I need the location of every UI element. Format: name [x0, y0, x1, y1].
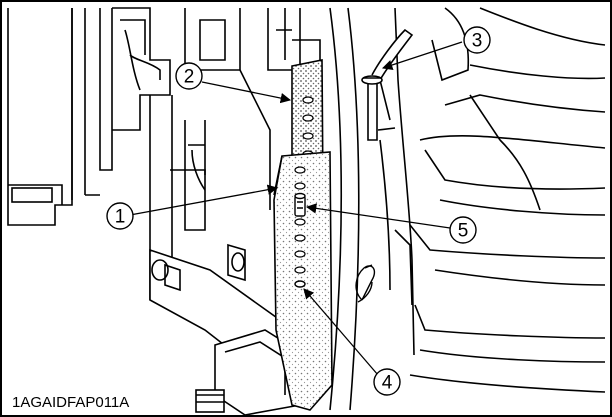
figure-code: 1AGAIDFAP011A	[12, 394, 129, 411]
svg-text:4: 4	[382, 373, 393, 394]
snap-pin	[355, 264, 376, 303]
callout-2: 2	[175, 62, 203, 90]
stabilizer-outer-bar	[273, 151, 333, 411]
callout-3: 3	[463, 26, 491, 54]
leader-line-3	[382, 41, 463, 71]
stabilizer-pin	[294, 192, 306, 217]
svg-text:2: 2	[184, 67, 195, 88]
removed-pin	[361, 28, 414, 141]
leader-line-2	[201, 81, 292, 104]
tire-drawing	[329, 7, 606, 411]
callout-1: 1	[106, 202, 134, 230]
callout-5: 5	[449, 216, 477, 244]
leader-line-5	[305, 203, 451, 229]
callout-4: 4	[373, 368, 401, 396]
leader-line-1	[129, 184, 279, 216]
svg-text:3: 3	[472, 31, 483, 52]
svg-text:5: 5	[458, 221, 469, 242]
svg-text:1: 1	[115, 207, 126, 228]
leader-line-4	[303, 288, 379, 376]
set-hole	[294, 280, 306, 288]
leader-lines	[129, 41, 463, 376]
tractor-frame-drawing	[7, 7, 321, 416]
